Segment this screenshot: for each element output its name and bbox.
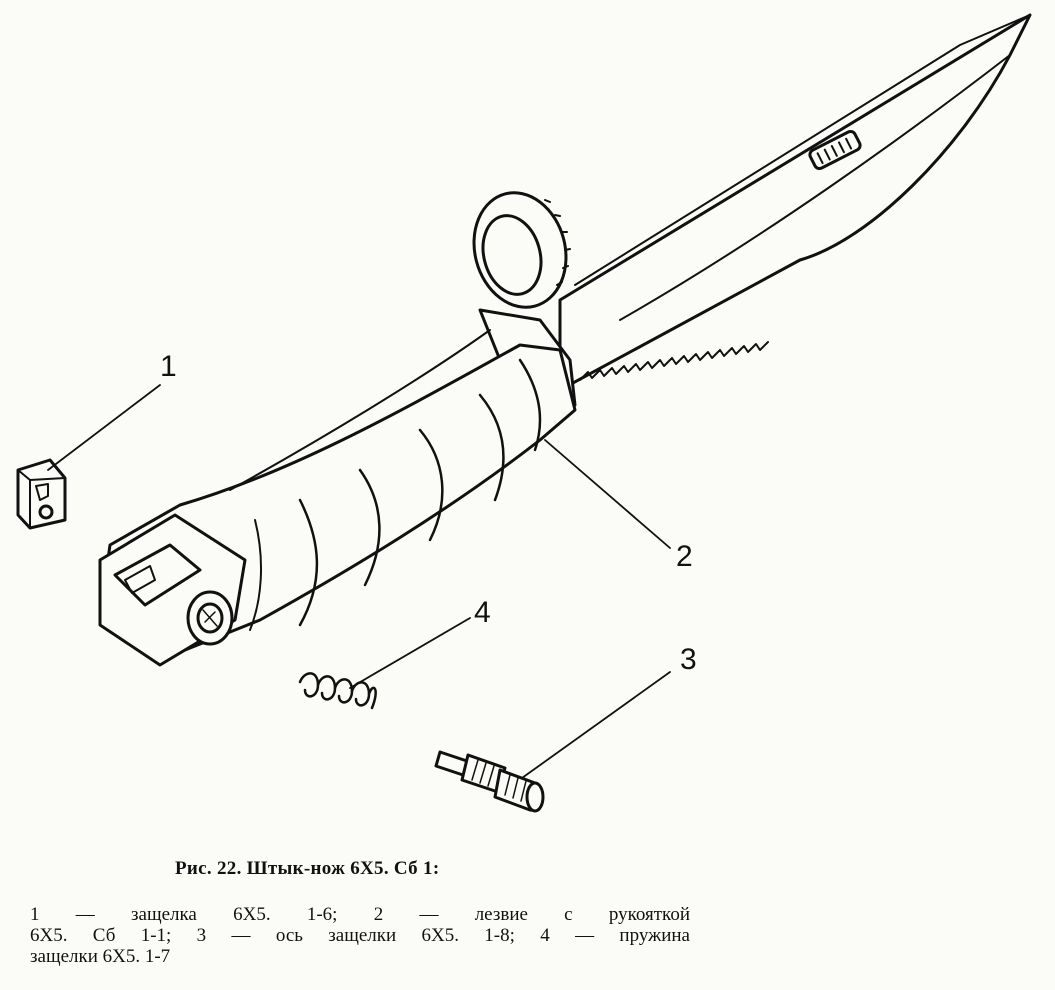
pommel	[98, 513, 247, 667]
muzzle-ring	[472, 191, 571, 309]
blade-serration	[579, 341, 769, 381]
blade-bevel	[574, 14, 1031, 286]
blade-slot	[808, 129, 862, 171]
callout-2: 2	[676, 540, 693, 573]
leader-4	[349, 617, 471, 689]
callout-1: 1	[160, 350, 177, 383]
callout-4: 4	[474, 596, 491, 629]
figure-caption-title: Рис. 22. Штык-нож 6Х5. Сб 1:	[175, 858, 440, 879]
latch-spring	[298, 672, 377, 710]
blade-with-handle	[98, 13, 1032, 667]
leader-3	[521, 671, 671, 779]
leader-1	[47, 384, 161, 471]
figure-legend: 1 — защелка 6Х5. 1-6; 2 — лезвие с рукоя…	[30, 904, 690, 967]
legend-line-1: 1 — защелка 6Х5. 1-6; 2 — лезвие с рукоя…	[30, 904, 690, 925]
legend-line-3: защелки 6Х5. 1-7	[30, 946, 171, 967]
leader-lines	[47, 384, 671, 779]
blade	[558, 13, 1032, 392]
latch-axle	[434, 750, 545, 813]
bayonet-exploded-diagram	[16, 13, 1032, 813]
callout-3: 3	[680, 643, 697, 676]
legend-line-2: 6Х5. Сб 1-1; 3 — ось защелки 6Х5. 1-8; 4…	[30, 925, 690, 946]
leader-2	[544, 439, 671, 549]
latch	[16, 458, 67, 530]
